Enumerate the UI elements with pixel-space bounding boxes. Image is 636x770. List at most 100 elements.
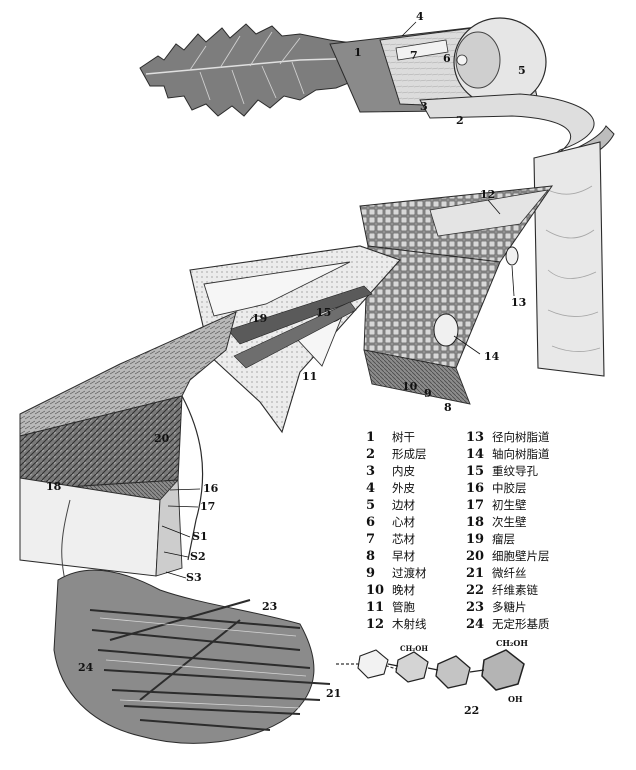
glucose-ring-3: [435, 655, 471, 689]
callout-3: 3: [420, 100, 428, 113]
callout-20: 20: [154, 432, 170, 445]
legend-number: 23: [466, 600, 485, 615]
callout-2: 2: [456, 114, 464, 127]
callout-4: 4: [416, 10, 424, 23]
legend-item: 3 内皮: [366, 462, 415, 480]
pith-dot: [456, 54, 468, 66]
legend-number: 19: [466, 532, 485, 547]
radial-resin-duct: [505, 246, 519, 266]
legend-number: 18: [466, 515, 485, 530]
wall-curve: [181, 395, 204, 561]
chain-link: [336, 663, 401, 671]
glucose-ring-4: [481, 649, 525, 691]
leaf-shape: [139, 23, 369, 117]
legend-term: 多糖片: [492, 600, 527, 614]
callout-13: 13: [511, 296, 526, 309]
ray-strip: [429, 189, 549, 237]
fibril-strands: [89, 599, 331, 731]
legend-number: 21: [466, 566, 485, 581]
fibril-highlights: [99, 617, 307, 709]
callout-15: 15: [316, 306, 331, 319]
callout-12: 12: [480, 188, 495, 201]
legend-number: 4: [366, 481, 376, 496]
legend-item: 7 芯材: [366, 530, 415, 548]
legend-term: 芯材: [392, 532, 415, 546]
axial-resin-duct: [433, 313, 459, 347]
legend-item: 18 次生壁: [466, 513, 527, 531]
callout-17: 17: [200, 500, 215, 513]
bottom-rows: [363, 349, 471, 405]
leader-14: [453, 335, 481, 355]
callout-18: 18: [46, 480, 62, 493]
legend-item: 12 木射线: [366, 615, 427, 633]
legend-term: 径向树脂道: [492, 430, 550, 444]
glucose-ring-1: [357, 649, 389, 679]
large-board-front: [533, 141, 605, 377]
legend-number: 13: [466, 430, 485, 445]
legend-term: 过渡材: [392, 566, 427, 580]
legend-term: 初生壁: [492, 498, 527, 512]
legend-term: 微纤丝: [492, 566, 527, 580]
legend-term: 内皮: [392, 464, 415, 478]
legend-item: 15 重纹导孔: [466, 462, 538, 480]
fiber-bundle-2: [233, 301, 357, 369]
leader-S2: [163, 551, 189, 558]
legend-number: 12: [366, 617, 385, 632]
legend-term: 重纹导孔: [492, 464, 538, 478]
legend-number: 7: [366, 532, 376, 547]
legend-term: 晚材: [392, 583, 415, 597]
legend-term: 轴向树脂道: [492, 447, 550, 461]
legend-number: 5: [366, 498, 376, 513]
leader-lines: [161, 21, 515, 579]
legend-term: 形成层: [392, 447, 427, 461]
legend-item: 21 微纤丝: [466, 564, 527, 582]
callout-S3: S3: [186, 571, 202, 584]
leader-12: [487, 199, 501, 215]
callout-6: 6: [443, 52, 451, 65]
callout-S2: S2: [190, 550, 206, 563]
legend-term: 瘤层: [492, 532, 515, 546]
leader-16: [169, 488, 201, 491]
legend-term: 中胶层: [492, 481, 527, 495]
legend-number: 3: [366, 464, 376, 479]
leaf-and-trunk: [139, 17, 615, 377]
callout-24: 24: [78, 661, 94, 674]
legend-term: 管胞: [392, 600, 415, 614]
legend-number: 2: [366, 447, 376, 462]
callout-16: 16: [203, 482, 219, 495]
callout-19: 19: [252, 312, 267, 325]
legend-item: 19 瘤层: [466, 530, 515, 548]
callout-9: 9: [424, 387, 432, 400]
callout-5: 5: [518, 64, 526, 77]
legend-number: 11: [366, 600, 385, 615]
legend-number: 15: [466, 464, 485, 479]
molecule-label-ch2oh-2: CH₂OH: [496, 638, 528, 648]
legend-number: 14: [466, 447, 485, 462]
callout-8: 8: [444, 401, 452, 414]
callout-14: 14: [484, 350, 500, 363]
leaf-veins: [189, 31, 305, 105]
legend-term: 早材: [392, 549, 415, 563]
legend-term: 木射线: [392, 617, 427, 631]
legend-term: 心材: [392, 515, 415, 529]
cell-wall-layers: [19, 311, 237, 577]
legend-item: 13 径向树脂道: [466, 428, 550, 446]
glycosidic-bonds: [387, 663, 485, 673]
legend-term: 次生壁: [492, 515, 527, 529]
legend-number: 24: [466, 617, 485, 632]
leader-S1: [161, 525, 191, 538]
leader-17: [167, 505, 199, 508]
